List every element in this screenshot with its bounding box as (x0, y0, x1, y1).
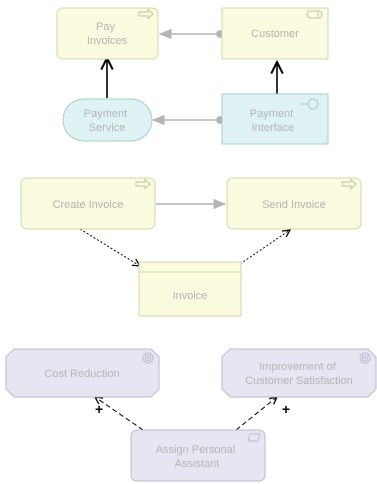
pay-invoices-line-2: Invoices (87, 35, 128, 47)
process-arrow-icon (341, 178, 357, 190)
improvement-line-2: Customer Satisfaction (245, 375, 353, 387)
svg-text:Customer: Customer (251, 28, 299, 40)
payment-interface-line-2: Interface (252, 122, 295, 134)
svg-text:Cost Reduction: Cost Reduction (44, 368, 119, 380)
node-pay-invoices[interactable]: Pay Invoices (56, 7, 159, 60)
svg-text:Pay Invoices: Pay Invoices (87, 21, 128, 47)
pay-invoices-line-1: Pay (96, 21, 115, 33)
influence-assistant-to-improvement (235, 397, 277, 431)
influence-assistant-to-cost-reduction (95, 397, 144, 431)
access-send-invoice-to-invoice (239, 230, 290, 265)
assign-assistant-line-2: Assistant (175, 458, 220, 470)
role-icon (306, 10, 323, 19)
node-payment-service[interactable]: Payment Service (62, 98, 153, 142)
svg-text:Payment Service: Payment Service (84, 108, 130, 134)
invoice-label: Invoice (173, 290, 208, 302)
process-arrow-icon (135, 178, 151, 190)
influence-plus-right: + (282, 401, 290, 417)
improvement-line-1: Improvement of (259, 361, 336, 373)
node-cost-reduction[interactable]: Cost Reduction (5, 348, 160, 398)
svg-text:Improvement of Custome: Improvement of Customer Satisfaction (245, 361, 353, 387)
goal-target-icon (142, 352, 154, 364)
svg-text:Assign Personal Assist: Assign Personal Assistant (156, 444, 239, 470)
customer-label: Customer (251, 28, 299, 40)
node-customer[interactable]: Customer (221, 7, 329, 60)
svg-text:Invoice: Invoice (173, 290, 208, 302)
node-payment-interface[interactable]: Payment Interface (221, 93, 329, 145)
work-package-icon (247, 433, 261, 442)
goal-target-icon (359, 352, 371, 364)
payment-interface-line-1: Payment (250, 108, 293, 120)
svg-text:+ +: + + (95, 401, 290, 417)
payment-service-line-1: Payment (84, 108, 127, 120)
svg-text:Send Invoice: Send Invoice (262, 199, 326, 211)
access-create-invoice-to-invoice (79, 228, 140, 266)
middle-view: Create Invoice Send Invoice Invoice (20, 177, 362, 317)
influence-plus-left: + (95, 401, 103, 417)
node-invoice[interactable]: Invoice (138, 261, 242, 317)
assign-assistant-line-1: Assign Personal (156, 444, 236, 456)
cost-reduction-label: Cost Reduction (44, 368, 119, 380)
node-assign-personal-assistant[interactable]: Assign Personal Assistant (130, 429, 266, 482)
bottom-view: + + Cost Reduction Improvement of (5, 348, 377, 482)
interface-lollipop-icon (300, 98, 319, 110)
payment-service-line-2: Service (89, 122, 126, 134)
node-create-invoice[interactable]: Create Invoice (20, 177, 156, 230)
node-improvement[interactable]: Improvement of Customer Satisfaction (221, 348, 377, 398)
send-invoice-label: Send Invoice (262, 199, 326, 211)
node-send-invoice[interactable]: Send Invoice (226, 177, 362, 230)
svg-text:Create Invoice: Create Invoice (53, 199, 124, 211)
process-arrow-icon (138, 8, 154, 20)
top-view: Pay Invoices Customer Payment Service (56, 7, 329, 145)
svg-text:Payment Interface: Payment Interface (250, 108, 296, 134)
create-invoice-label: Create Invoice (53, 199, 124, 211)
